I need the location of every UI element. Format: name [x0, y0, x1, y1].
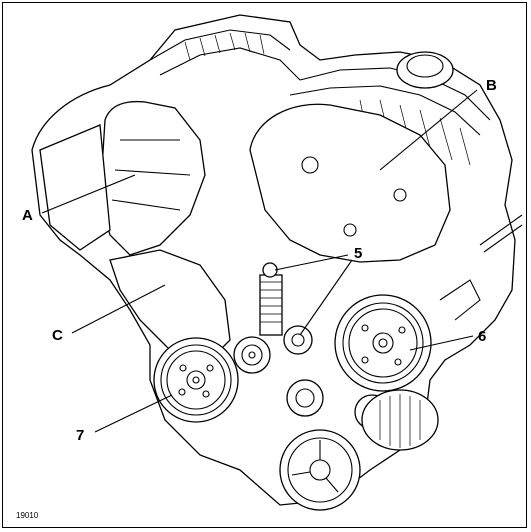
bottom-pulley: [279, 429, 361, 511]
label-b: B: [486, 77, 497, 94]
timing-cover-a: [39, 100, 206, 256]
right-pipe: [439, 214, 523, 321]
alternator: [361, 389, 439, 451]
tensioner-assembly: [259, 262, 313, 355]
timing-cover-b: [249, 103, 451, 263]
idler-pulley: [233, 336, 271, 374]
label-5: 5: [354, 245, 362, 262]
label-6: 6: [478, 328, 486, 345]
figure-reference: 19010: [16, 511, 39, 520]
leader-lines: [41, 89, 478, 433]
label-a: A: [22, 207, 33, 224]
pulley-6: [334, 294, 432, 392]
engine-block: [31, 14, 516, 506]
label-c: C: [52, 327, 63, 344]
label-7: 7: [76, 427, 84, 444]
pulley-7: [153, 337, 239, 423]
